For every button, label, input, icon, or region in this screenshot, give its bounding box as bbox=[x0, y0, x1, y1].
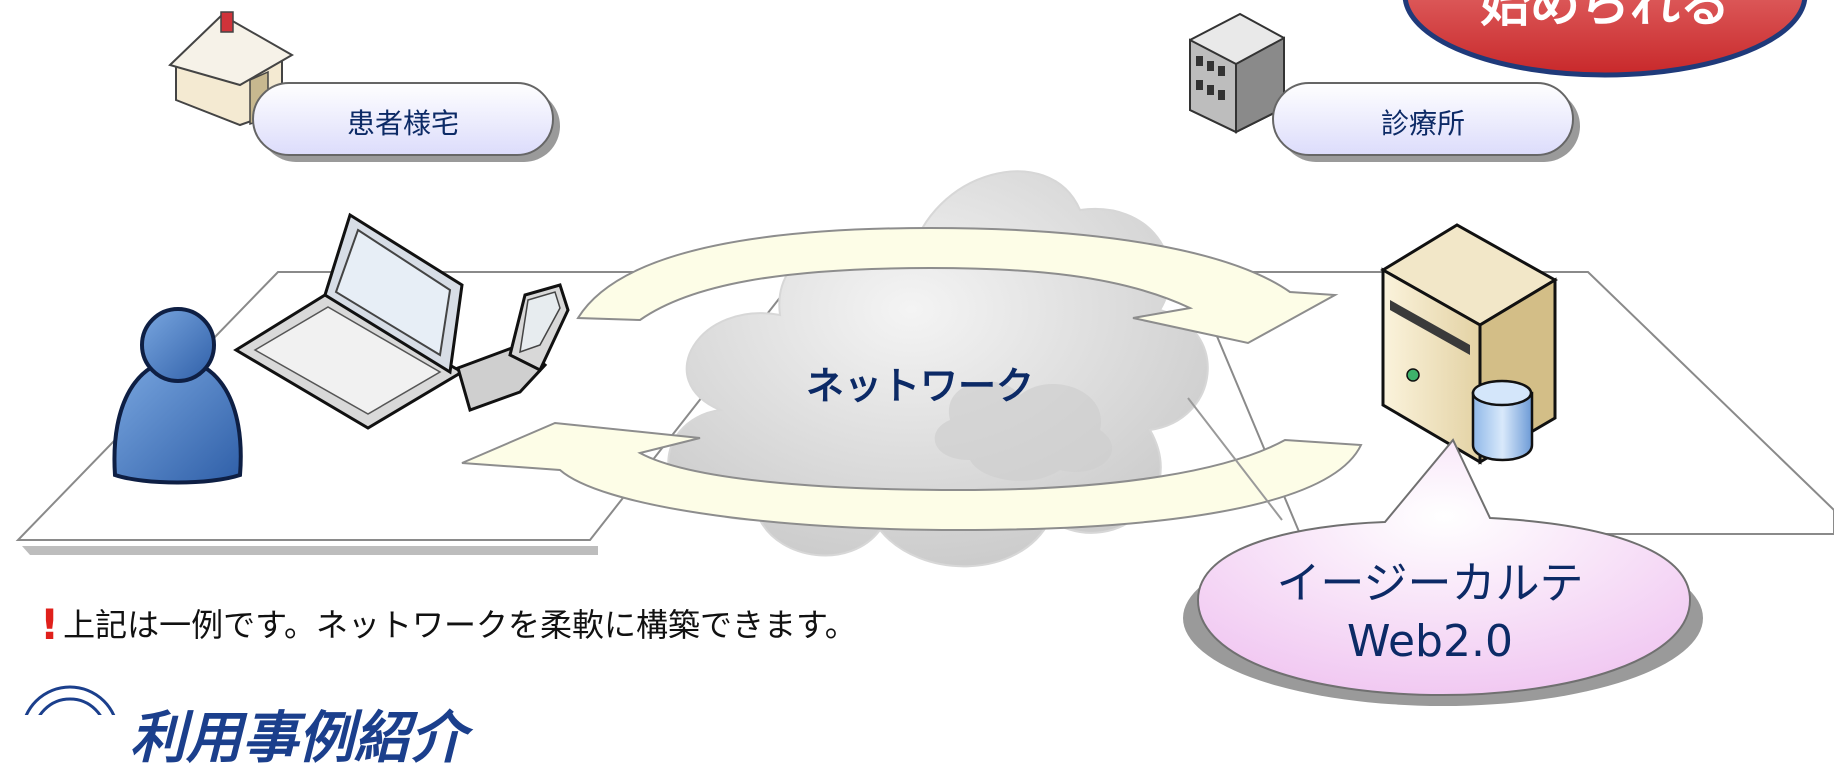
note: !上記は一例です。ネットワークを柔軟に構築できます。 bbox=[40, 600, 857, 649]
office-building-icon bbox=[1189, 12, 1285, 134]
network-label: ネットワーク bbox=[805, 364, 1034, 408]
database-icon bbox=[1471, 379, 1534, 462]
exclamation-icon: ! bbox=[40, 600, 60, 649]
sync-arrows bbox=[461, 226, 1363, 532]
laptop-icon bbox=[233, 212, 465, 430]
system-name-line2: Web2.0 bbox=[1347, 616, 1513, 667]
speech-bubble bbox=[1183, 438, 1703, 706]
home-label-pill bbox=[252, 82, 560, 162]
bottom-title: 利用事例紹介 bbox=[130, 706, 466, 771]
note-text: 上記は一例です。ネットワークを柔軟に構築できます。 bbox=[63, 606, 857, 644]
clinic-label: 診療所 bbox=[1380, 107, 1465, 140]
flip-phone-icon bbox=[456, 283, 570, 412]
circle-logo-icon bbox=[24, 685, 116, 715]
system-name-line1: イージーカルテ bbox=[1276, 558, 1584, 609]
home-label: 患者様宅 bbox=[346, 107, 459, 140]
clinic-label-pill bbox=[1272, 82, 1580, 162]
user-icon bbox=[112, 307, 243, 485]
connector-line bbox=[1187, 397, 1283, 521]
badge-text: 始められる bbox=[1480, 0, 1730, 33]
diagram-canvas: 患者様宅 診療所 ネットワーク イージーカルテ Web2.0 始められる !上記… bbox=[15, 0, 1834, 771]
badge bbox=[1402, 0, 1808, 78]
system-name: イージーカルテ Web2.0 bbox=[1220, 555, 1640, 671]
